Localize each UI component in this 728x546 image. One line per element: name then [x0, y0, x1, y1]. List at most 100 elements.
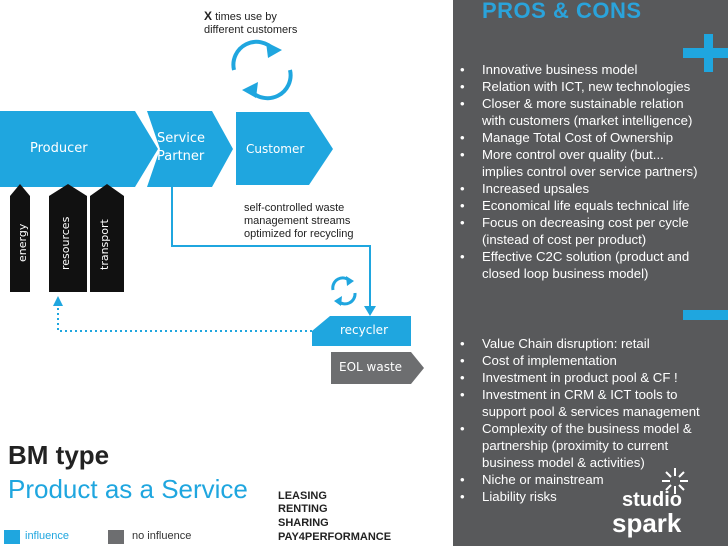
- logo-spark: spark: [612, 508, 682, 538]
- service-partner-arrow: [147, 111, 233, 187]
- legend-influence-swatch: [4, 530, 20, 544]
- cons-list: •Value Chain disruption: retail•Cost of …: [458, 335, 700, 505]
- resources-label: resources: [59, 216, 72, 270]
- producer-label: Producer: [30, 141, 88, 156]
- legend-no-influence-swatch: [108, 530, 124, 544]
- reuse-cycle-arrowhead-1: [266, 42, 282, 58]
- pros-cons-panel: [453, 0, 728, 546]
- pros-item-text: Increased upsales: [482, 181, 590, 196]
- bullet-icon: •: [460, 215, 465, 230]
- bullet-icon: •: [460, 472, 465, 487]
- cons-item: • Complexity of the business model & partn…: [458, 420, 700, 471]
- legend-no-influence-label: no influence: [132, 530, 192, 542]
- waste-stream-line: [171, 187, 371, 310]
- pros-item-text: Effective C2C solution (product and: [482, 249, 690, 264]
- bm-variant-pay4performance: PAY4PERFORMANCE: [278, 531, 392, 543]
- reuse-note-line1: times use by: [212, 11, 277, 23]
- minus-icon: [683, 310, 728, 320]
- spark-logo-icon: [662, 468, 688, 494]
- legend-influence-label: influence: [25, 530, 70, 542]
- bullet-icon: •: [460, 387, 465, 402]
- service-partner-line2: Partner: [157, 149, 205, 164]
- recycle-arrowhead-1: [346, 276, 354, 286]
- bm-name: Product as a Service: [8, 474, 248, 504]
- bm-variant-renting: RENTING: [278, 503, 328, 515]
- energy-label: energy: [16, 223, 29, 262]
- cons-item-text: Investment in CRM & ICT tools to: [482, 387, 678, 402]
- pros-item-text: (instead of cost per product): [482, 232, 647, 247]
- pros-item-text: implies control over service partners): [482, 164, 698, 179]
- transport-arrow: [90, 184, 124, 292]
- pros-item: • Focus on decreasing cost per cycle (inst…: [458, 214, 697, 248]
- eol-waste-box: [331, 352, 411, 384]
- bullet-icon: •: [460, 249, 465, 264]
- bullet-icon: •: [460, 96, 465, 111]
- service-partner-label: Service Partner: [157, 130, 205, 166]
- waste-note-line3: optimized for recycling: [244, 228, 354, 240]
- pros-item-text: Focus on decreasing cost per cycle: [482, 215, 689, 230]
- pros-item: • Effective C2C solution (product and clos…: [458, 248, 697, 282]
- pros-cons-title: PROS & CONS: [482, 0, 642, 23]
- bullet-icon: •: [460, 62, 465, 77]
- pros-item-text: Relation with ICT, new technologies: [482, 79, 691, 94]
- waste-stream-arrowhead: [364, 306, 376, 316]
- pros-item: • More control over quality (but... implie…: [458, 146, 697, 180]
- transport-label: transport: [98, 219, 111, 270]
- cons-item: • Investment in CRM & ICT tools to support…: [458, 386, 700, 420]
- pros-list: • Innovative business model • Relation with…: [458, 61, 697, 282]
- bullet-icon: •: [460, 147, 465, 162]
- waste-note-line1: self-controlled waste: [244, 202, 345, 214]
- bullet-icon: •: [460, 79, 465, 94]
- cons-item-text: Cost of implementation: [482, 353, 617, 368]
- pros-item-text: with customers (market intelligence): [482, 113, 693, 128]
- energy-arrow: [10, 184, 30, 292]
- pros-item-text: Innovative business model: [482, 62, 638, 77]
- pros-item-text: Economical life equals technical life: [482, 198, 690, 213]
- bullet-icon: •: [460, 353, 465, 368]
- bm-variant-leasing: LEASING: [278, 490, 327, 502]
- cons-item: • Investment in product pool & CF !: [458, 369, 700, 386]
- bullet-icon: •: [460, 421, 465, 436]
- service-partner-line1: Service: [157, 131, 206, 146]
- pros-item: • Increased upsales: [458, 180, 697, 197]
- cons-item: • Niche or mainstream: [458, 471, 700, 488]
- customer-label: Customer: [246, 142, 305, 156]
- cons-item: •Liability risks: [458, 488, 700, 505]
- pros-item-text: More control over quality (but...: [482, 147, 664, 162]
- cons-item-text: support pool & services management: [482, 404, 700, 419]
- feedback-dotted-line: [57, 302, 312, 332]
- reuse-note-x: X: [204, 9, 213, 23]
- pros-item-text: closed loop business model): [482, 266, 649, 281]
- waste-note-line2: management streams: [244, 215, 351, 227]
- customer-box: [236, 112, 309, 185]
- bullet-icon: •: [460, 181, 465, 196]
- bullet-icon: •: [460, 370, 465, 385]
- logo-studio: studio: [622, 489, 682, 511]
- cons-item-text: Complexity of the business model &: [482, 421, 692, 436]
- cons-item: •Value Chain disruption: retail: [458, 335, 700, 352]
- bullet-icon: •: [460, 130, 465, 145]
- producer-arrow: [0, 111, 158, 187]
- eol-waste-arrow-tip: [411, 352, 424, 384]
- recycle-arrowhead-2: [334, 296, 342, 306]
- plus-icon-horizontal: [683, 48, 728, 58]
- reuse-cycle-arrowhead-2: [242, 82, 258, 98]
- cons-item-text: business model & activities): [482, 455, 645, 470]
- cons-item-text: Investment in product pool & CF !: [482, 370, 678, 385]
- recycler-box: [312, 316, 411, 346]
- cons-item-text: Value Chain disruption: retail: [482, 336, 650, 351]
- cons-item-text: Niche or mainstream: [482, 472, 604, 487]
- waste-stream-note: self-controlled waste management streams…: [244, 202, 353, 241]
- reuse-note-line2: different customers: [204, 24, 298, 36]
- customer-arrow-tip: [309, 112, 333, 185]
- eol-waste-label: EOL waste: [339, 360, 403, 374]
- pros-item: • Relation with ICT, new technologies: [458, 78, 697, 95]
- bullet-icon: •: [460, 198, 465, 213]
- pros-item: • Economical life equals technical life: [458, 197, 697, 214]
- cons-item-text: partnership (proximity to current: [482, 438, 669, 453]
- value-chain-diagram: [0, 39, 424, 384]
- pros-item-text: Manage Total Cost of Ownership: [482, 130, 674, 145]
- bm-type-label: BM type: [8, 440, 110, 470]
- feedback-arrowhead: [53, 296, 63, 306]
